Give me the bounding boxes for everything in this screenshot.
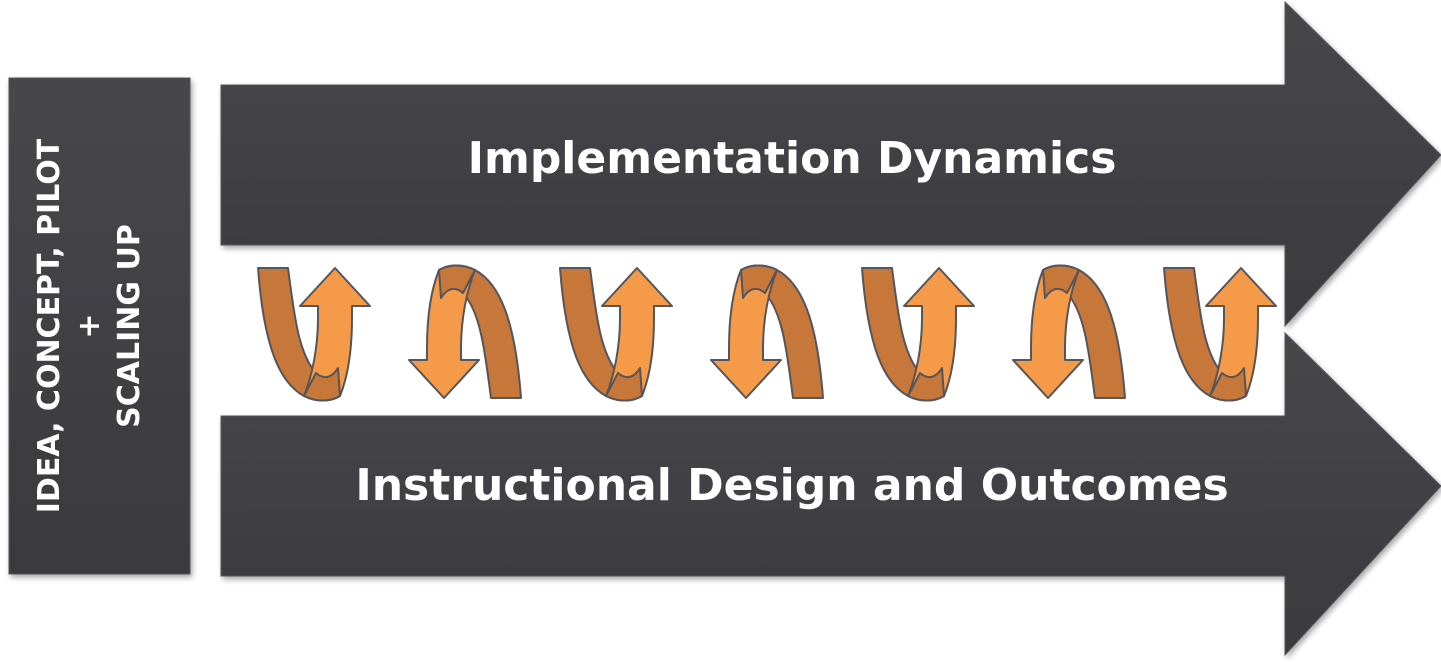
- loop-arrow-up-7: [1163, 267, 1277, 402]
- arrow-up-icon: [903, 267, 975, 397]
- top-arrow-label: Implementation Dynamics: [468, 133, 1117, 184]
- loop-arrow-up-1: [257, 267, 371, 402]
- loop-arrow-up-5: [861, 267, 975, 402]
- arrow-down-icon: [1012, 269, 1084, 399]
- loop-twist: [438, 264, 476, 299]
- loop-twist: [1042, 264, 1080, 299]
- loop-twist: [1209, 367, 1247, 402]
- arrow-up-icon: [601, 267, 673, 397]
- top-arrow: Implementation Dynamics: [220, 0, 1441, 328]
- arrow-up-icon: [299, 267, 371, 397]
- loop-arrow-down-2: [408, 264, 522, 399]
- loop-arrows: [257, 264, 1277, 402]
- loop-twist: [907, 367, 945, 402]
- side-label-line3: SCALING UP: [112, 224, 147, 428]
- bottom-arrow-label: Instructional Design and Outcomes: [355, 460, 1228, 511]
- arrow-up-icon: [1205, 267, 1277, 397]
- side-label-line1: IDEA, CONCEPT, PILOT: [32, 138, 67, 513]
- loop-arrow-down-4: [710, 264, 824, 399]
- arrow-down-icon: [710, 269, 782, 399]
- loop-arrow-down-6: [1012, 264, 1126, 399]
- loop-twist: [303, 367, 341, 402]
- bottom-arrow: Instructional Design and Outcomes: [220, 331, 1441, 657]
- loop-twist: [740, 264, 778, 299]
- loop-twist: [605, 367, 643, 402]
- loop-arrow-up-3: [559, 267, 673, 402]
- side-box: IDEA, CONCEPT, PILOT + SCALING UP: [8, 77, 191, 575]
- arrow-down-icon: [408, 269, 480, 399]
- side-label-plus: +: [72, 313, 107, 338]
